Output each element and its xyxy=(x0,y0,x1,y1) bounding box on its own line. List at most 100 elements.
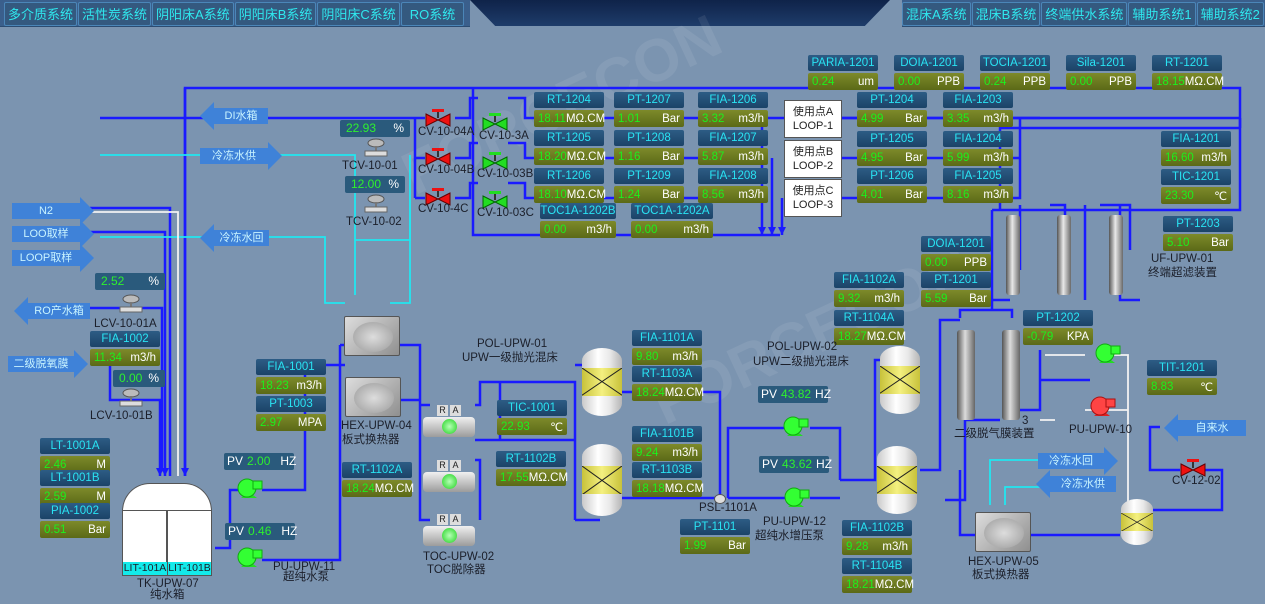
pump-pu-upw-11b-running[interactable] xyxy=(235,547,263,569)
polisher-pol-upw-02b[interactable] xyxy=(876,446,918,514)
valve-cv-10-4c-closed[interactable] xyxy=(425,187,451,207)
uf-module-2[interactable] xyxy=(1057,215,1071,295)
arrow-chill-supply-top[interactable]: 冷冻水供 xyxy=(200,142,282,170)
tab-aux-1[interactable]: 辅助系统1 xyxy=(1128,2,1196,26)
polisher-pol-upw-02a[interactable] xyxy=(879,346,921,414)
arrow-loo-sample[interactable]: LOO取样 xyxy=(12,220,94,248)
uf-module-1[interactable] xyxy=(1006,215,1020,295)
valve-cv-10-04a-closed[interactable] xyxy=(425,108,451,128)
valve-cv-12-02-closed[interactable] xyxy=(1180,458,1206,478)
heat-exchanger-hex-upw-04[interactable] xyxy=(345,377,401,417)
control-valve-tcv-10-01[interactable] xyxy=(363,138,389,158)
arrow-secondary-degas[interactable]: 二级脱氧膜 xyxy=(8,350,88,378)
pump-pu-upw-12b-running[interactable] xyxy=(782,487,810,509)
polisher-pol-upw-01b[interactable] xyxy=(581,444,623,516)
degas-membrane-1[interactable] xyxy=(957,330,975,420)
tank-tk-upw-07[interactable]: LIT-101A LIT-101B xyxy=(122,483,212,576)
arrow-di-tank[interactable]: DI水箱 xyxy=(200,102,268,130)
pressure-switch-psl-1101a[interactable] xyxy=(714,494,726,504)
tab-ion-bed-b[interactable]: 阴阳床B系统 xyxy=(234,2,317,26)
polisher-pol-upw-01a[interactable] xyxy=(581,348,623,416)
arrow-ro-product-tank[interactable]: RO产水箱 xyxy=(14,297,90,325)
tab-ion-bed-a[interactable]: 阴阳床A系统 xyxy=(152,2,234,26)
pump-pu-upw-10b-stopped[interactable] xyxy=(1088,396,1116,418)
arrow-tap-water[interactable]: 自来水 xyxy=(1164,414,1246,442)
valve-cv-10-03b-open[interactable] xyxy=(482,151,508,171)
arrow-n2[interactable]: N2 xyxy=(12,197,94,225)
tab-mixed-bed-b[interactable]: 混床B系统 xyxy=(971,2,1041,26)
tab-carbon[interactable]: 活性炭系统 xyxy=(78,2,152,26)
degas-membrane-2[interactable] xyxy=(1002,330,1020,420)
arrow-chill-return-top[interactable]: 冷冻水回 xyxy=(200,224,269,252)
control-valve-tcv-10-02[interactable] xyxy=(363,194,389,214)
arrow-chill-return-bottom[interactable]: 冷冻水回 xyxy=(1038,447,1118,475)
tab-terminal-supply[interactable]: 终端供水系统 xyxy=(1041,2,1128,26)
tab-ion-bed-c[interactable]: 阴阳床C系统 xyxy=(317,2,400,26)
tab-ro[interactable]: RO系统 xyxy=(400,2,465,26)
arrow-chill-supply-bottom[interactable]: 冷冻水供 xyxy=(1036,470,1116,498)
tab-aux-2[interactable]: 辅助系统2 xyxy=(1196,2,1264,26)
tab-mixed-bed-a[interactable]: 混床A系统 xyxy=(902,2,971,26)
valve-cv-10-04b-closed[interactable] xyxy=(425,147,451,167)
valve-cv-10-3a-open[interactable] xyxy=(482,112,508,132)
tab-multimedia[interactable]: 多介质系统 xyxy=(4,2,78,26)
heat-exchanger-hex-upw-05[interactable] xyxy=(975,512,1031,552)
pump-pu-upw-12a-running[interactable] xyxy=(781,416,809,438)
uf-module-3[interactable] xyxy=(1109,215,1123,295)
valve-cv-10-03c-open[interactable] xyxy=(482,190,508,210)
control-valve-lcv-10-01a[interactable] xyxy=(118,294,144,314)
mixed-bed-small[interactable] xyxy=(1120,499,1154,545)
pump-pu-upw-11a-running[interactable] xyxy=(235,478,263,500)
arrow-loop-sample[interactable]: LOOP取样 xyxy=(12,244,94,272)
